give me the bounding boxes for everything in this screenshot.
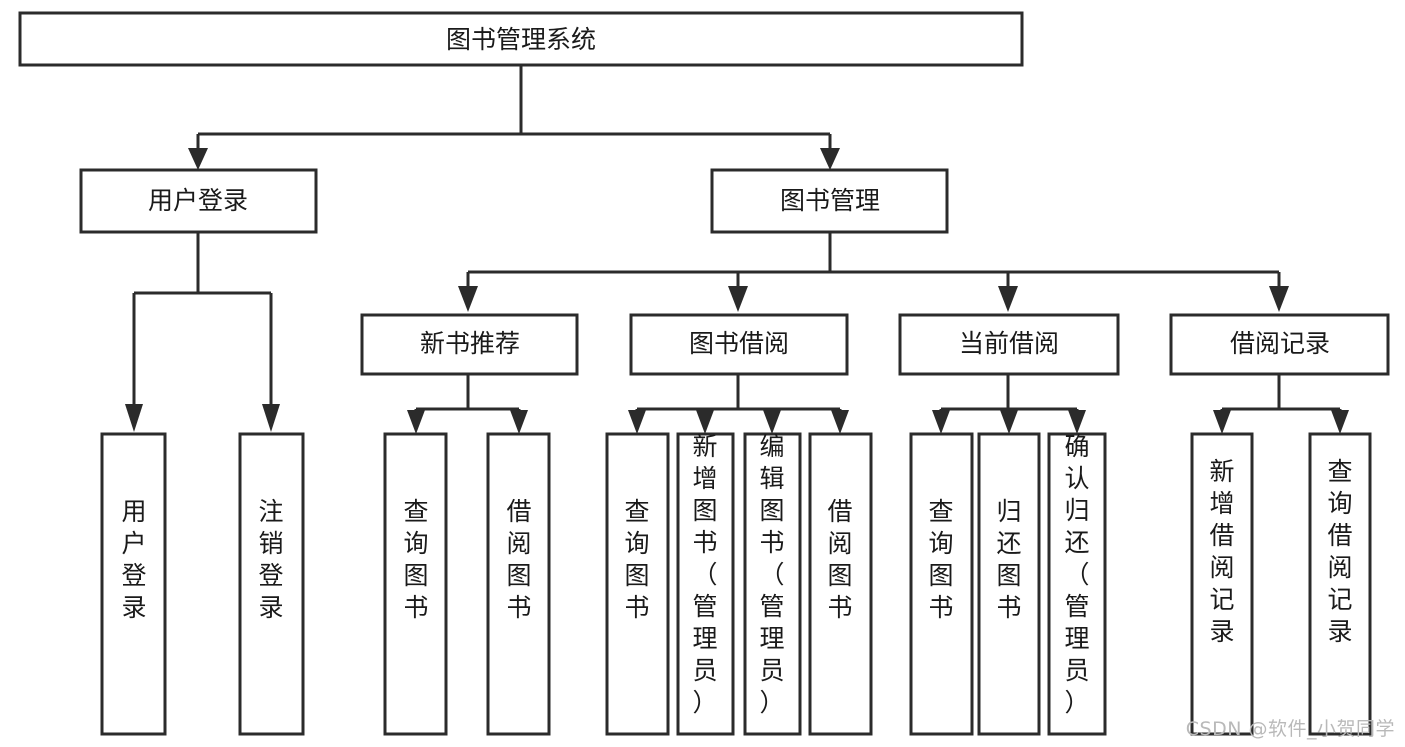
arrow-root-to-login: [188, 148, 208, 170]
node-leaf-user-login-box[interactable]: [100, 432, 167, 736]
node-leaf-add-book-label: 新增图书（管理员）: [692, 432, 717, 717]
node-bookmgmt-label: 图书管理: [780, 186, 880, 215]
node-leaf-borrow-book-2-box[interactable]: [808, 432, 873, 736]
node-record[interactable]: 借阅记录: [1169, 313, 1390, 376]
connector-layer: [125, 65, 1349, 434]
node-current-label: 当前借阅: [959, 329, 1059, 358]
arrow-current-to-query-book: [932, 410, 950, 434]
node-root[interactable]: 图书管理系统: [18, 11, 1024, 67]
node-leaf-query-book-3-label: 查询图书: [928, 497, 953, 622]
arrow-borrow-to-borrow-book: [831, 410, 849, 434]
arrow-borrow-to-add-book: [696, 410, 714, 434]
arrow-borrow-to-edit-book: [763, 410, 781, 434]
node-leaf-query-book-1-label: 查询图书: [403, 497, 428, 622]
node-leaf-return-book[interactable]: 归还图书: [977, 432, 1041, 736]
node-leaf-query-book-2-label: 查询图书: [624, 497, 649, 622]
node-login[interactable]: 用户登录: [79, 168, 318, 234]
node-current[interactable]: 当前借阅: [898, 313, 1120, 376]
node-leaf-confirm-return-box[interactable]: [1047, 432, 1107, 736]
node-leaf-logout[interactable]: 注销登录: [238, 432, 305, 736]
node-leaf-confirm-return-label: 确认归还（管理员）: [1064, 432, 1089, 717]
arrow-bookmgmt-to-record: [1269, 286, 1289, 312]
node-leaf-add-record[interactable]: 新增借阅记录: [1190, 432, 1254, 736]
node-login-label: 用户登录: [148, 186, 248, 215]
node-leaf-add-book-box[interactable]: [676, 432, 735, 736]
node-leaf-query-record-box[interactable]: [1308, 432, 1372, 736]
node-root-label: 图书管理系统: [446, 25, 596, 54]
node-newbook-box[interactable]: [360, 313, 579, 376]
node-leaf-borrow-book-2[interactable]: 借阅图书: [808, 432, 873, 736]
node-leaf-user-login[interactable]: 用户登录: [100, 432, 167, 736]
arrow-bookmgmt-to-current: [998, 286, 1018, 312]
node-leaf-query-record-label: 查询借阅记录: [1327, 457, 1352, 646]
arrow-bookmgmt-to-newbook: [458, 286, 478, 312]
node-newbook[interactable]: 新书推荐: [360, 313, 579, 376]
node-leaf-confirm-return[interactable]: 确认归还（管理员）: [1047, 432, 1107, 736]
node-bookmgmt[interactable]: 图书管理: [710, 168, 949, 234]
arrow-login-to-logout: [262, 404, 280, 432]
node-borrow[interactable]: 图书借阅: [629, 313, 849, 376]
node-current-box[interactable]: [898, 313, 1120, 376]
node-leaf-edit-book-label: 编辑图书（管理员）: [759, 432, 784, 717]
node-leaf-borrow-book-1-box[interactable]: [486, 432, 551, 736]
node-leaf-query-book-3-box[interactable]: [909, 432, 974, 736]
node-leaf-query-book-2[interactable]: 查询图书: [605, 432, 670, 736]
arrow-current-to-return-book: [1000, 410, 1018, 434]
node-leaf-borrow-book-2-label: 借阅图书: [827, 497, 852, 622]
node-leaf-edit-book[interactable]: 编辑图书（管理员）: [743, 432, 802, 736]
node-root-box[interactable]: [18, 11, 1024, 67]
node-leaf-edit-book-box[interactable]: [743, 432, 802, 736]
node-leaf-return-book-label: 归还图书: [996, 497, 1021, 622]
node-leaf-return-book-box[interactable]: [977, 432, 1041, 736]
node-leaf-logout-label: 注销登录: [258, 497, 283, 622]
node-login-box[interactable]: [79, 168, 318, 234]
node-leaf-query-book-1[interactable]: 查询图书: [383, 432, 448, 736]
arrow-newbook-to-query-book: [407, 410, 425, 434]
node-leaf-query-book-3[interactable]: 查询图书: [909, 432, 974, 736]
node-newbook-label: 新书推荐: [420, 329, 520, 358]
node-leaf-borrow-book-1-label: 借阅图书: [506, 497, 531, 622]
arrow-root-to-bookmgmt: [820, 148, 840, 170]
node-leaf-query-book-2-box[interactable]: [605, 432, 670, 736]
node-leaf-logout-box[interactable]: [238, 432, 305, 736]
node-leaf-add-book[interactable]: 新增图书（管理员）: [676, 432, 735, 736]
node-borrow-box[interactable]: [629, 313, 849, 376]
node-leaf-add-record-box[interactable]: [1190, 432, 1254, 736]
arrow-borrow-to-query-book: [628, 410, 646, 434]
node-bookmgmt-box[interactable]: [710, 168, 949, 234]
arrow-current-to-confirm-return: [1068, 410, 1086, 434]
arrow-bookmgmt-to-borrow: [728, 286, 748, 312]
node-leaf-add-record-label: 新增借阅记录: [1209, 457, 1234, 646]
node-leaf-query-book-1-box[interactable]: [383, 432, 448, 736]
arrow-record-to-query-record: [1331, 410, 1349, 434]
arrow-newbook-to-borrow-book: [510, 410, 528, 434]
arrow-login-to-user-login: [125, 404, 143, 432]
node-record-label: 借阅记录: [1230, 329, 1330, 358]
node-leaf-user-login-label: 用户登录: [121, 497, 146, 622]
arrow-record-to-add-record: [1213, 410, 1231, 434]
node-record-box[interactable]: [1169, 313, 1390, 376]
node-borrow-label: 图书借阅: [689, 329, 789, 358]
node-leaf-query-record[interactable]: 查询借阅记录: [1308, 432, 1372, 736]
node-leaf-borrow-book-1[interactable]: 借阅图书: [486, 432, 551, 736]
